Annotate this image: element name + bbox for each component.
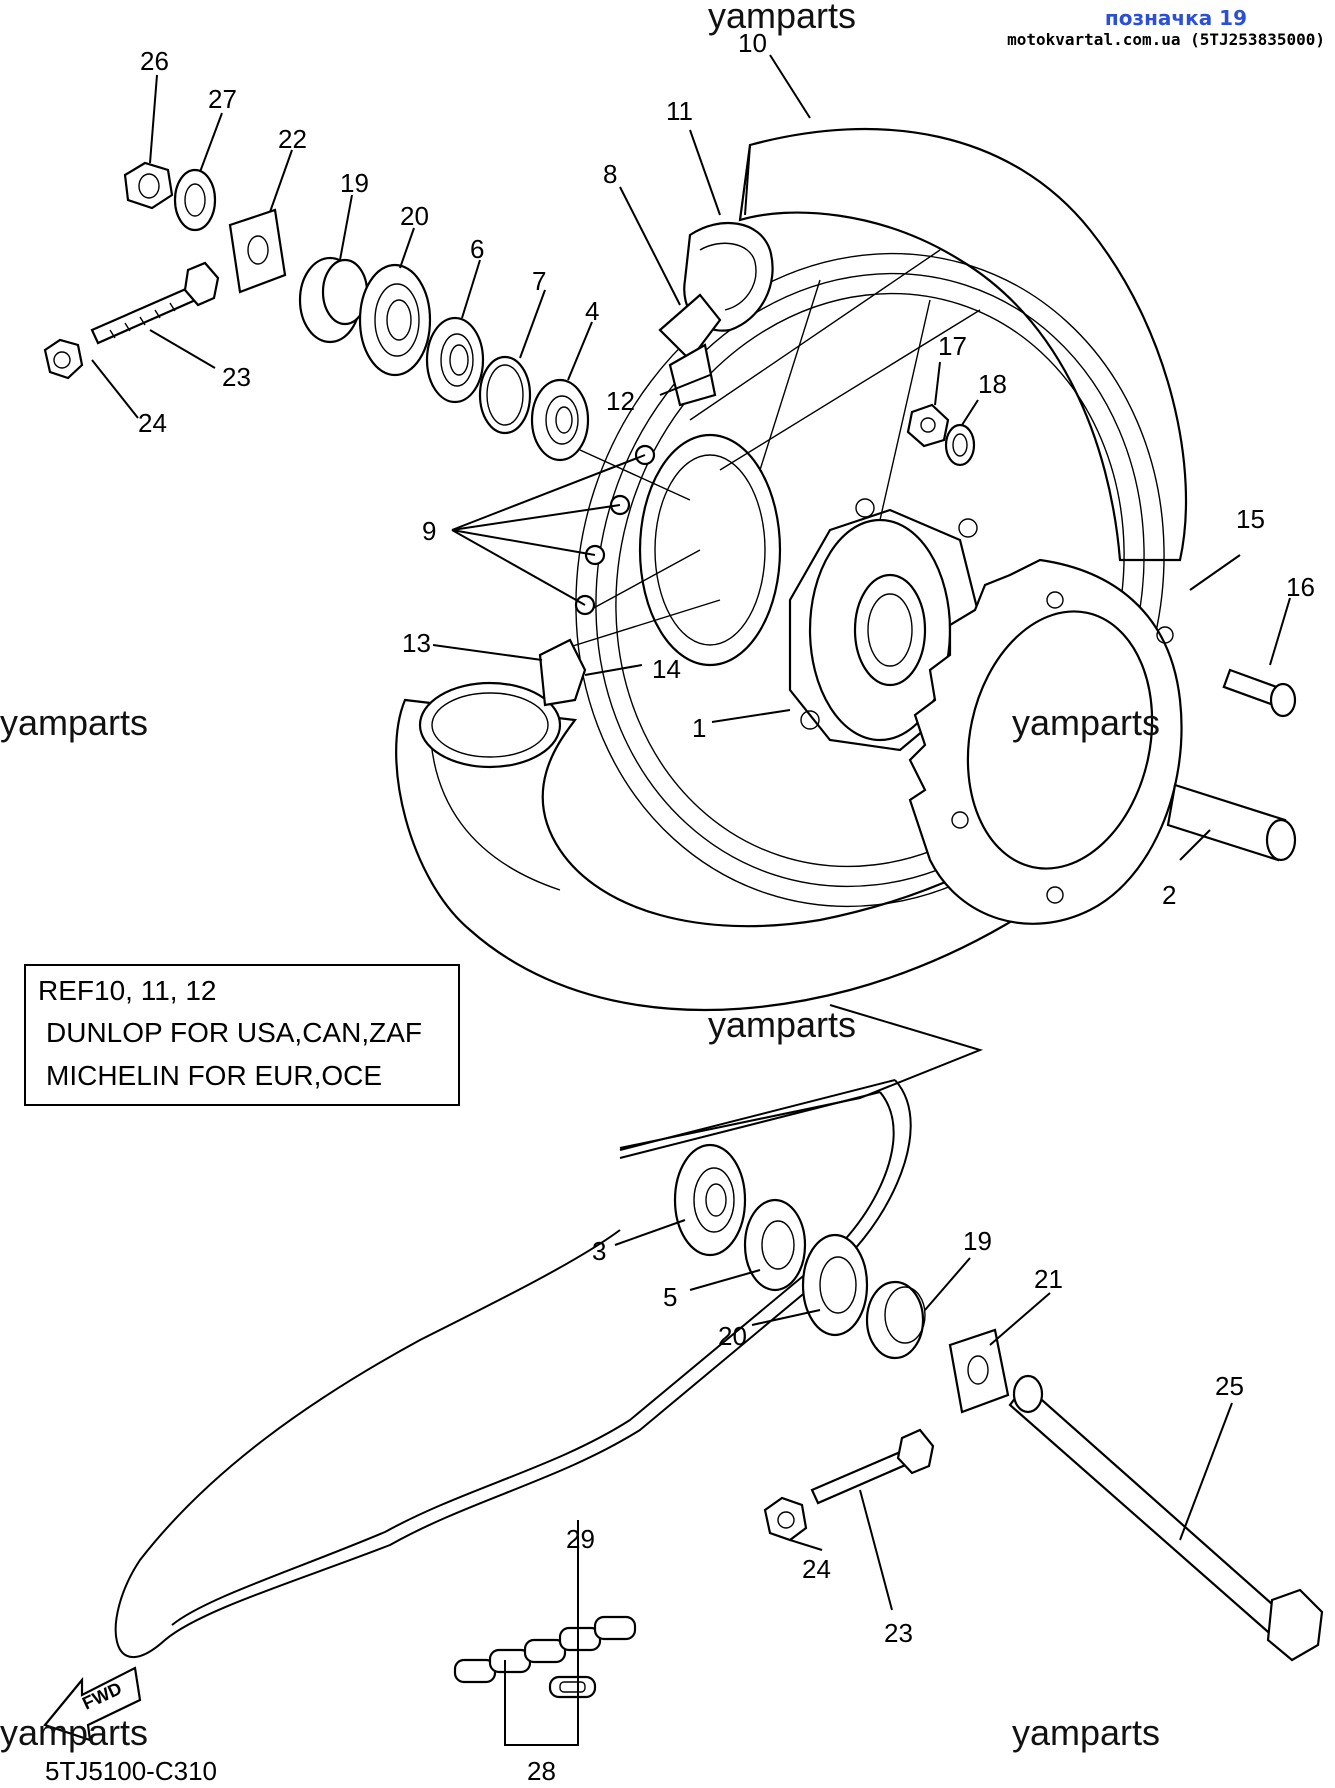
callout-2: 2 [1162, 880, 1176, 910]
spacer-5 [743, 1198, 807, 1292]
callout-20-bottom: 20 [718, 1321, 747, 1351]
adjuster-bolt-23b [810, 1428, 935, 1505]
drive-chain [114, 1079, 912, 1658]
sprocket [908, 558, 1183, 925]
header-site: motokvartal.com.ua (5TJ253835000) [1007, 30, 1325, 49]
watermarks: yamparts yamparts yamparts yamparts yamp… [0, 0, 1160, 1753]
reference-line-3: MICHELIN FOR EUR,OCE [46, 1060, 382, 1091]
callout-16: 16 [1286, 572, 1315, 602]
nut-24 [43, 338, 84, 380]
watermark-top: yamparts [708, 0, 856, 36]
callout-6: 6 [470, 234, 484, 264]
watermark-middle: yamparts [708, 1004, 856, 1045]
callout-9: 9 [422, 516, 436, 546]
washer-27 [173, 168, 217, 232]
reference-box: REF10, 11, 12 DUNLOP FOR USA,CAN,ZAF MIC… [24, 964, 460, 1106]
callout-13: 13 [402, 628, 431, 658]
callout-24-bottom: 24 [802, 1554, 831, 1584]
master-link-29 [548, 1675, 597, 1699]
reference-line-2: DUNLOP FOR USA,CAN,ZAF [46, 1017, 422, 1048]
watermark-bottom-left: yamparts [0, 1712, 148, 1753]
callout-24-top: 24 [138, 408, 167, 438]
callout-15: 15 [1236, 504, 1265, 534]
leader-lines [91, 54, 1291, 1746]
washer-18 [944, 423, 976, 467]
callout-20-top: 20 [400, 201, 429, 231]
bearing-6 [425, 316, 485, 404]
watermark-left: yamparts [0, 702, 148, 743]
callout-23-bottom: 23 [884, 1618, 913, 1648]
oil-seal-20b [801, 1233, 869, 1337]
bearing-3 [673, 1143, 747, 1257]
callout-5: 5 [663, 1282, 677, 1312]
watermark-bottom-right: yamparts [1012, 1712, 1160, 1753]
callout-8: 8 [603, 159, 617, 189]
callout-4: 4 [585, 296, 599, 326]
adjuster-bolt-23 [90, 261, 220, 345]
collar [1166, 783, 1297, 862]
callouts: 26 27 22 19 20 6 7 4 23 24 8 11 10 12 9 … [138, 28, 1315, 1786]
hub [638, 433, 982, 752]
valve-clip [538, 638, 587, 707]
reference-line-1: REF10, 11, 12 [38, 975, 216, 1006]
diagram-code: 5TJ5100-C310 [45, 1756, 217, 1786]
callout-21: 21 [1034, 1264, 1063, 1294]
callout-25: 25 [1215, 1371, 1244, 1401]
callout-17: 17 [938, 331, 967, 361]
callout-7: 7 [532, 266, 546, 296]
nut-26 [123, 161, 174, 210]
callout-12: 12 [606, 386, 635, 416]
callout-26: 26 [140, 46, 169, 76]
callout-19-bottom: 19 [963, 1226, 992, 1256]
nut-24b [763, 1496, 808, 1542]
callout-19-top: 19 [340, 168, 369, 198]
adjuster-block-22 [228, 208, 287, 294]
axle-25 [1008, 1374, 1324, 1662]
callout-23-top: 23 [222, 362, 251, 392]
callout-3: 3 [592, 1236, 606, 1266]
spokes [559, 249, 981, 651]
callout-10: 10 [738, 28, 767, 58]
rim-band [658, 293, 722, 407]
adjuster-block-21 [948, 1328, 1010, 1414]
callout-28: 28 [527, 1756, 556, 1786]
nut-17 [906, 403, 950, 448]
callout-11: 11 [666, 96, 693, 126]
callout-14: 14 [652, 654, 681, 684]
oil-seal-20 [358, 263, 432, 377]
callout-27: 27 [208, 84, 237, 114]
chain-links [453, 1615, 637, 1684]
header-tag: позначка 19 [1104, 6, 1247, 30]
sprocket-bolt [1222, 668, 1297, 718]
bearing-4 [530, 378, 590, 462]
spacer-19 [298, 256, 369, 344]
circlip-7 [478, 355, 532, 435]
spacer-19b [865, 1280, 926, 1360]
tire [395, 127, 1188, 1012]
section-bracket [619, 1004, 984, 1149]
callout-29: 29 [566, 1524, 595, 1554]
callout-22: 22 [278, 124, 307, 154]
callout-18: 18 [978, 369, 1007, 399]
watermark-right: yamparts [1012, 702, 1160, 743]
callout-1: 1 [692, 713, 706, 743]
